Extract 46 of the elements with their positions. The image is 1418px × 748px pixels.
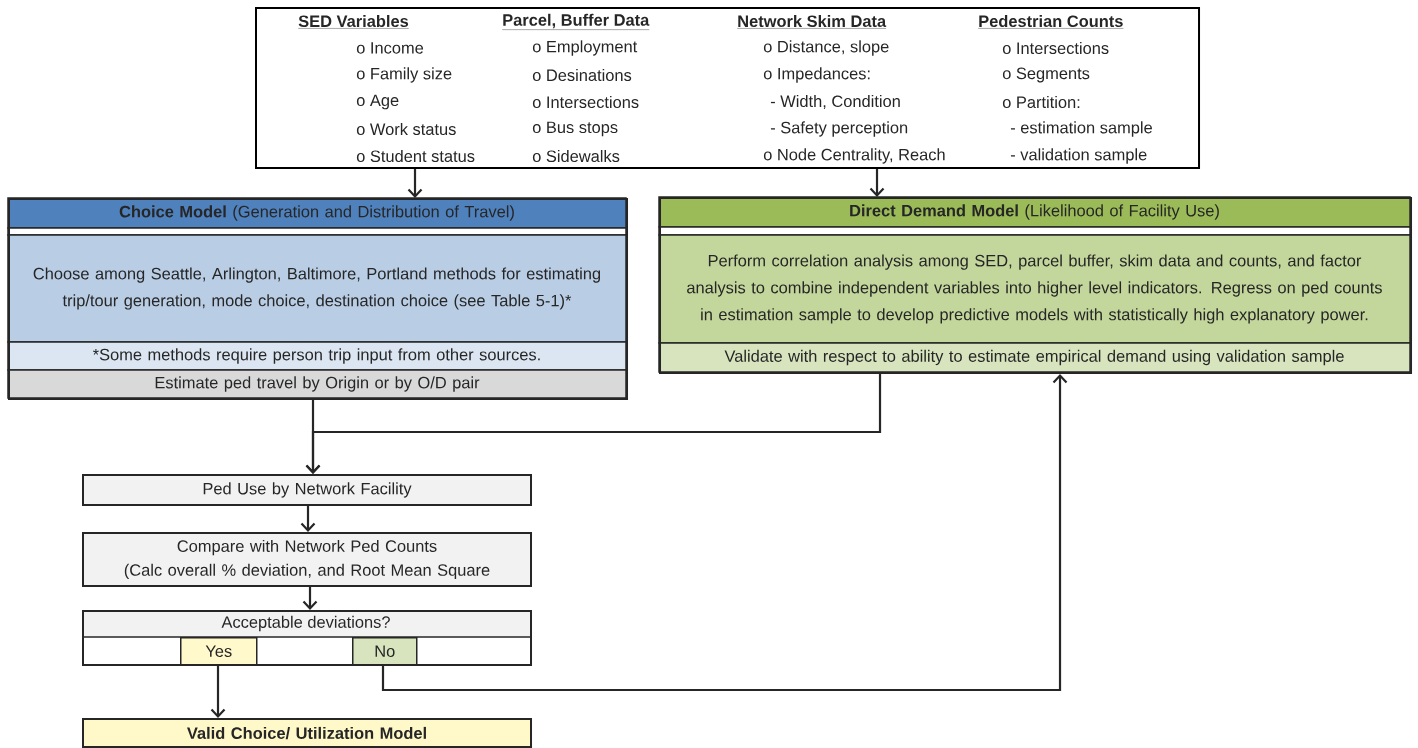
list-item: o Work status (356, 122, 456, 136)
list-item: - estimation sample (1010, 121, 1152, 137)
column-heading: Network Skim Data (737, 14, 887, 29)
list-item: o Age (356, 94, 399, 110)
list-item: o Intersections (532, 95, 639, 109)
column-heading: Parcel, Buffer Data (502, 13, 650, 30)
list-item: o Income (356, 42, 424, 54)
list-item: - validation sample (1010, 148, 1147, 164)
arrow (407, 169, 423, 198)
arrow (869, 169, 885, 197)
list-item: - Safety perception (770, 121, 908, 137)
process-box: Compare with Network Ped Counts (Calc overall % deviation, and Root Mean Square (82, 532, 532, 587)
header-bar: Choice Model (Generation and Distribution of Travel) (7, 197, 627, 229)
list-item: o Impedances: (763, 67, 870, 83)
list-item: o Sidewalks (532, 149, 620, 163)
option-box: No (352, 637, 418, 666)
inputs-table (255, 7, 1201, 169)
text-row: Estimate ped travel by Origin or by O/D pair (7, 369, 627, 399)
arrow (302, 587, 318, 610)
list-item: o Bus stops (532, 121, 618, 137)
result-box: Valid Choice/ Utilization Model (82, 718, 532, 748)
text-row: *Some methods require person trip input from other sources. (7, 341, 627, 371)
list-item: o Segments (1002, 67, 1090, 83)
arrow (300, 506, 316, 532)
arrow (210, 665, 226, 718)
column-heading: SED Variables (298, 14, 409, 29)
list-item: o Node Centrality, Reach (763, 148, 945, 164)
list-item: o Employment (532, 40, 638, 56)
list-item: o Distance, slope (763, 40, 889, 56)
list-item: o Partition: (1002, 95, 1080, 109)
list-item: o Family size (356, 67, 452, 83)
list-item: o Student status (356, 149, 475, 163)
arrow (305, 374, 882, 474)
text-row: Perform correlation analysis among SED, parcel buffer, skim data and counts, and factor analysis to combine independent variables into higher level indicators. Regress on ped counts in estimation sample to develop predictive models with statistically high explanatory power. (658, 234, 1411, 344)
text-row: Validate with respect to ability to estimate empirical demand using validation sample (658, 342, 1411, 373)
header-bar: Direct Demand Model (Likelihood of Facility Use) (658, 196, 1411, 228)
text-row: Choose among Seattle, Arlington, Baltimore, Portland methods for estimating trip/tour generation, mode choice, destination choice (see Table 5-1)* (7, 234, 627, 343)
list-item: o Desinations (532, 68, 632, 82)
option-box: Yes (180, 637, 258, 666)
column-heading: Pedestrian Counts (978, 14, 1124, 29)
list-item: o Intersections (1002, 41, 1109, 55)
model-box (658, 196, 1413, 374)
arrow (381, 374, 1068, 692)
process-box: Ped Use by Network Facility (82, 474, 532, 506)
list-item: - Width, Condition (770, 95, 900, 109)
model-box (7, 197, 628, 400)
